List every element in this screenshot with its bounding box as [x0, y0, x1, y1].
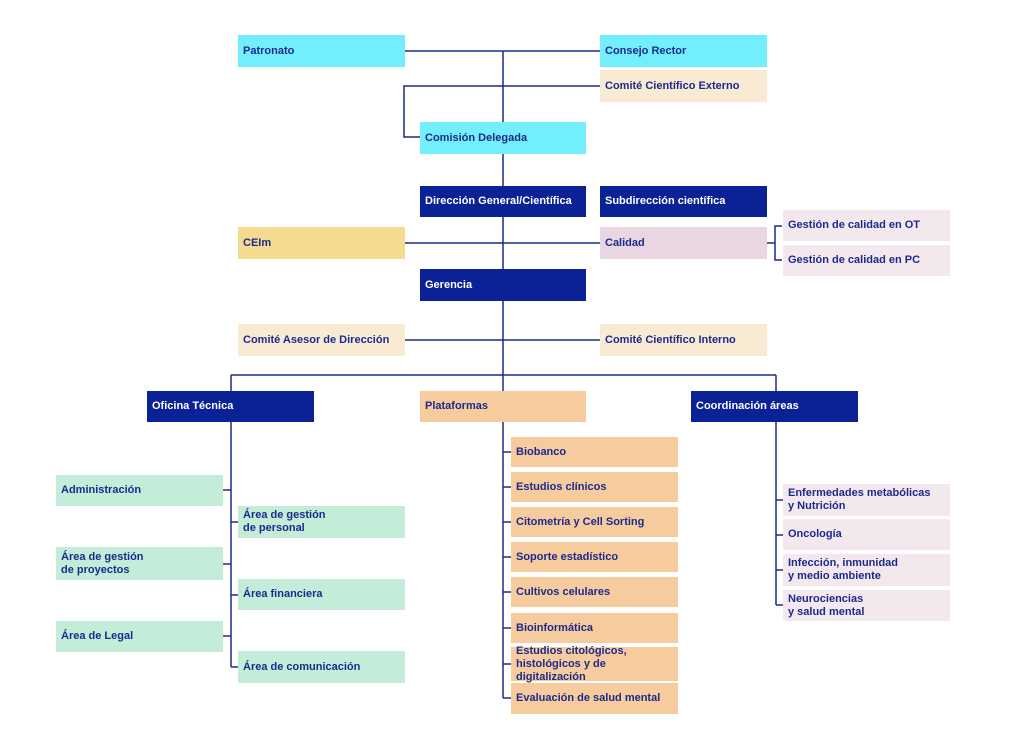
node-calidad: Calidad	[600, 227, 767, 259]
node-neurociencias: Neurociencias y salud mental	[783, 590, 950, 621]
node-estudios-citologicos: Estudios citológicos, histológicos y de …	[511, 645, 678, 683]
node-oncologia: Oncología	[783, 519, 950, 550]
node-comision-delegada: Comisión Delegada	[420, 122, 586, 154]
node-subdireccion-cientifica: Subdirección científica	[600, 186, 767, 217]
node-area-gestion-personal: Área de gestión de personal	[238, 506, 405, 538]
node-area-gestion-proyectos: Área de gestión de proyectos	[56, 547, 223, 580]
node-gestion-calidad-pc: Gestión de calidad en PC	[783, 245, 950, 276]
node-soporte-estadistico: Soporte estadístico	[511, 542, 678, 572]
node-enfermedades-metabolicas: Enfermedades metabólicas y Nutrición	[783, 484, 950, 516]
node-patronato: Patronato	[238, 35, 405, 67]
node-area-financiera: Área financiera	[238, 579, 405, 610]
node-direccion-general: Dirección General/Científica	[420, 186, 586, 217]
node-plataformas: Plataformas	[420, 391, 586, 422]
node-bioinformatica: Bioinformática	[511, 613, 678, 643]
node-estudios-clinicos: Estudios clínicos	[511, 472, 678, 502]
node-oficina-tecnica: Oficina Técnica	[147, 391, 314, 422]
node-coordinacion-areas: Coordinación áreas	[691, 391, 858, 422]
node-evaluacion-salud-mental: Evaluación de salud mental	[511, 683, 678, 714]
node-comite-cientifico-interno: Comité Científico Interno	[600, 324, 767, 356]
node-ceim: CEIm	[238, 227, 405, 259]
node-comite-asesor: Comité Asesor de Dirección	[238, 324, 405, 356]
node-gerencia: Gerencia	[420, 269, 586, 301]
node-gestion-calidad-ot: Gestión de calidad en OT	[783, 210, 950, 241]
node-area-legal: Área de Legal	[56, 621, 223, 652]
node-consejo-rector: Consejo Rector	[600, 35, 767, 67]
node-comite-cientifico-externo: Comité Científico Externo	[600, 70, 767, 102]
node-biobanco: Biobanco	[511, 437, 678, 467]
node-infeccion-inmunidad: Infección, inmunidad y medio ambiente	[783, 554, 950, 586]
node-area-comunicacion: Área de comunicación	[238, 651, 405, 683]
node-cultivos-celulares: Cultivos celulares	[511, 577, 678, 607]
node-administracion: Administración	[56, 475, 223, 506]
node-citometria: Citometría y Cell Sorting	[511, 507, 678, 537]
